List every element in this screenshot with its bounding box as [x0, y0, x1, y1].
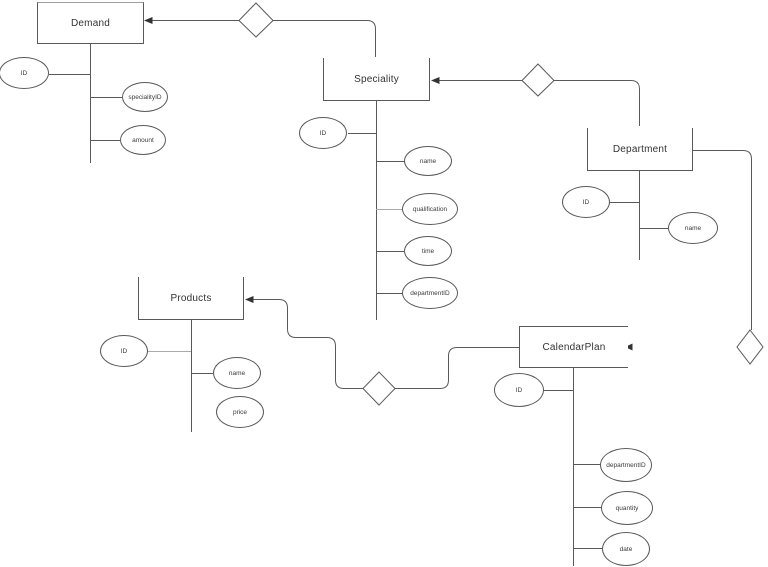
entity-demand-title: Demand	[71, 17, 110, 29]
attribute-speciality-name[interactable]: name	[404, 146, 452, 176]
connector-diamond1-to-speciality	[273, 20, 376, 57]
attribute-calendarplan-id[interactable]: ID	[494, 373, 544, 407]
connector-diamond2-to-department	[554, 80, 640, 126]
arrowhead-into-products	[245, 296, 254, 303]
entity-department-title: Department	[612, 143, 668, 155]
entity-speciality-title: Speciality	[354, 73, 399, 85]
attribute-label: qualification	[412, 205, 448, 213]
attribute-label: departmentID	[410, 289, 450, 297]
entity-products[interactable]: Products	[138, 277, 244, 320]
attribute-demand-id[interactable]: ID	[0, 57, 49, 89]
attribute-products-price[interactable]: price	[216, 396, 264, 428]
attribute-label: quantity	[615, 504, 639, 512]
entity-demand[interactable]: Demand	[37, 2, 144, 44]
arrowhead-into-calendarplan	[625, 343, 633, 351]
attribute-label: ID	[120, 347, 128, 355]
arrowhead-into-speciality	[431, 77, 440, 84]
attribute-demand-amount[interactable]: amount	[120, 125, 166, 155]
attribute-label: departmentID	[606, 461, 646, 469]
attribute-label: date	[619, 545, 633, 553]
entity-calendarplan[interactable]: CalendarPlan	[519, 326, 628, 368]
attribute-products-name[interactable]: name	[213, 357, 261, 389]
entity-products-title: Products	[170, 292, 212, 304]
entity-department[interactable]: Department	[587, 128, 693, 171]
relationship-diamond-products-calendarplan[interactable]	[362, 371, 396, 406]
attribute-speciality-departmentid[interactable]: departmentID	[402, 277, 458, 309]
attribute-products-id[interactable]: ID	[100, 335, 148, 367]
attribute-label: ID	[20, 69, 28, 77]
connector-diamond4-to-calendarplan	[395, 347, 519, 389]
attribute-label: ID	[319, 129, 327, 137]
connector-products-to-diamond4	[253, 299, 363, 389]
attribute-label: ID	[582, 198, 590, 206]
attribute-label: name	[684, 224, 702, 232]
attribute-calendarplan-departmentid[interactable]: departmentID	[600, 448, 652, 482]
connector-department-to-diamond3	[693, 150, 752, 330]
attribute-speciality-time[interactable]: time	[404, 236, 452, 266]
attribute-department-name[interactable]: name	[668, 212, 718, 244]
attribute-demand-specialityid[interactable]: specialityID	[122, 82, 168, 112]
relationship-diamond-speciality-department[interactable]	[521, 63, 555, 97]
relationship-diamond-department-calendarplan[interactable]	[736, 329, 764, 365]
attribute-label: amount	[132, 136, 154, 144]
attribute-label: time	[421, 247, 435, 255]
attribute-label: name	[419, 157, 437, 165]
attribute-speciality-id[interactable]: ID	[299, 117, 347, 149]
attribute-department-id[interactable]: ID	[562, 186, 610, 218]
attribute-label: name	[228, 369, 246, 377]
attribute-calendarplan-quantity[interactable]: quantity	[601, 491, 653, 525]
attribute-label: price	[232, 408, 248, 416]
relationship-diamond-demand-speciality[interactable]	[238, 2, 274, 38]
arrowhead-into-demand	[144, 17, 153, 24]
entity-speciality[interactable]: Speciality	[323, 58, 430, 101]
attribute-speciality-qualification[interactable]: qualification	[402, 193, 458, 225]
attribute-calendarplan-date[interactable]: date	[602, 532, 650, 566]
attribute-label: ID	[515, 386, 523, 394]
entity-calendarplan-title: CalendarPlan	[542, 341, 606, 353]
attribute-label: specialityID	[128, 93, 162, 101]
